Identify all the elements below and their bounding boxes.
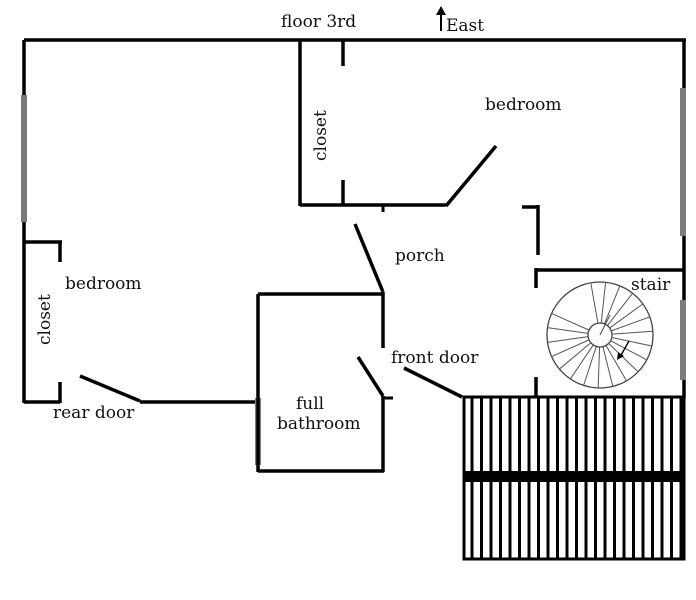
closet-top-label: closet xyxy=(311,110,331,161)
front-door[interactable] xyxy=(403,366,463,399)
bathroom-door[interactable] xyxy=(356,356,385,397)
front-door-label: front door xyxy=(391,348,479,368)
rear-door-label: rear door xyxy=(53,403,135,423)
stair-label: stair xyxy=(631,275,671,295)
full-bathroom-label-line1: full xyxy=(296,394,324,414)
stair-walls xyxy=(522,205,684,396)
spiral-staircase-icon xyxy=(546,281,654,389)
north-arrow-icon xyxy=(436,6,446,31)
rear-door[interactable] xyxy=(79,374,141,403)
bathroom-walls xyxy=(256,292,393,473)
bedroom-top-label: bedroom xyxy=(485,95,562,115)
bedroom-left-label: bedroom xyxy=(65,274,142,294)
porch-label: porch xyxy=(395,246,445,266)
bedroom-door[interactable] xyxy=(444,144,498,208)
porch-door[interactable] xyxy=(353,223,385,293)
top-closet-walls xyxy=(298,40,446,212)
full-bathroom-label-line2: bathroom xyxy=(277,414,361,434)
north-label: East xyxy=(446,16,484,36)
closet-left-label: closet xyxy=(35,294,55,345)
deck xyxy=(462,395,686,561)
left-closet-walls xyxy=(24,240,62,403)
floor-label: floor 3rd xyxy=(281,12,356,32)
